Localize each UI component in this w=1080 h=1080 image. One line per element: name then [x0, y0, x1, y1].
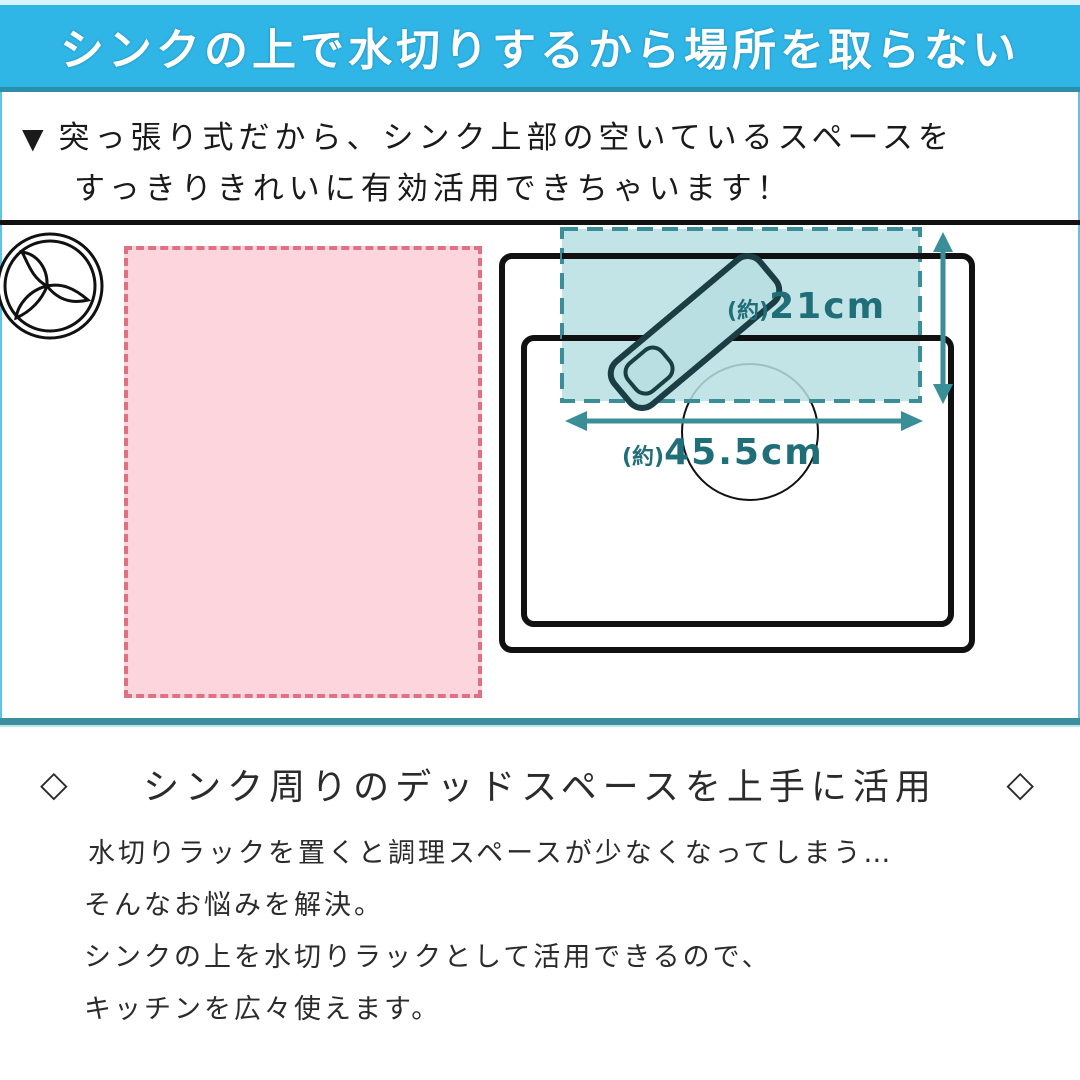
description-line: 水切りラックを置くと調理スペースが少なくなってしまう…	[88, 838, 894, 869]
diamond-icon: ◇	[40, 763, 74, 805]
diagram-panel	[0, 92, 1080, 724]
sink-diagram	[499, 227, 975, 653]
width-dimension-label: (約)45.5cm	[622, 432, 824, 473]
description-line: シンクの上を水切りラックとして活用できるので、	[84, 942, 772, 973]
triangle-down-icon: ▼	[22, 122, 49, 155]
counter-space-area	[124, 246, 482, 698]
intro-line-1: 突っ張り式だから、シンク上部の空いているスペースを	[58, 120, 954, 156]
diamond-icon: ◇	[1006, 763, 1040, 805]
description-line: そんなお悩みを解決。	[84, 890, 384, 921]
feature-heading: ◇ シンク周りのデッドスペースを上手に活用 ◇	[40, 758, 1040, 810]
intro-text: ▼ 突っ張り式だから、シンク上部の空いているスペースを すっきりきれいに有効活用で…	[22, 113, 954, 214]
depth-dimension-label: (約)21cm	[727, 286, 887, 327]
intro-line-2: すっきりきれいに有効活用できちゃいます！	[74, 171, 793, 207]
section-divider	[0, 220, 1080, 225]
panel-bottom-border	[0, 718, 1080, 727]
banner-title: シンクの上で水切りするから場所を取らない	[60, 25, 1020, 76]
title-banner: シンクの上で水切りするから場所を取らない	[0, 0, 1080, 92]
leaf-circle-icon	[0, 232, 104, 340]
feature-description: 水切りラックを置くと調理スペースが少なくなってしまう… そんなお悩みを解決。 シ…	[84, 828, 894, 1036]
feature-title: シンク周りのデッドスペースを上手に活用	[143, 767, 937, 808]
description-line: キッチンを広々使えます。	[84, 994, 442, 1025]
